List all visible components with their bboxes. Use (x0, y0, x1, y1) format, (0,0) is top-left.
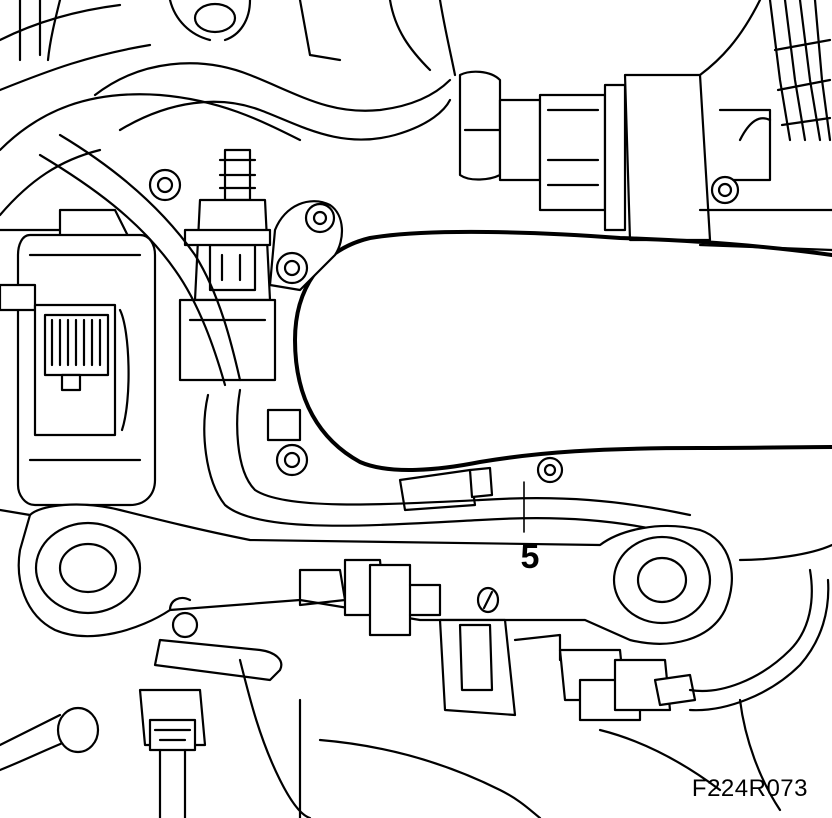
figure-code: F224R073 (692, 775, 808, 802)
top-hose-bundle (93, 0, 457, 141)
central-bracket (148, 168, 564, 484)
wire-harness-right (698, 0, 832, 252)
callout-5: 5 (521, 481, 540, 576)
fuel-injector (178, 148, 277, 382)
lower-bracket (0, 503, 832, 645)
lower-hose-assembly (298, 558, 830, 722)
left-electrical-connector (0, 233, 157, 507)
bottom-left-parts (0, 596, 782, 818)
right-connector-block (458, 0, 772, 242)
intake-duct (293, 229, 832, 512)
vacuum-pipe (38, 133, 692, 537)
callout-5-label: 5 (521, 538, 540, 576)
